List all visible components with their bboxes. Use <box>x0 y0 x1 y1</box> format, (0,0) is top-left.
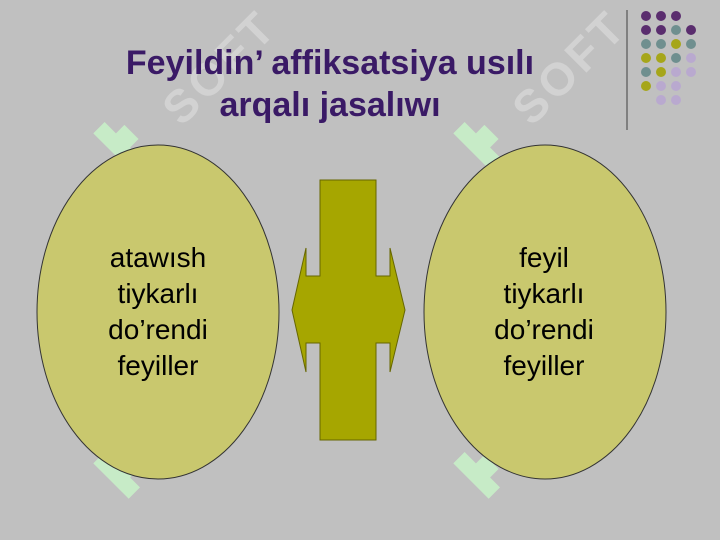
left-node-line-3: do’rendi <box>108 314 208 345</box>
left-node-text: atawısh tiykarlı do’rendi feyiller <box>58 240 258 384</box>
decorative-dot <box>671 67 681 77</box>
right-node-line-2: tiykarlı <box>503 278 585 309</box>
divider-line <box>626 10 628 130</box>
watermark-logo-icon <box>453 452 500 499</box>
left-node-line-4: feyiller <box>117 350 199 381</box>
decorative-dot <box>671 39 681 49</box>
decorative-dot <box>656 67 666 77</box>
decorative-dot <box>656 39 666 49</box>
slide-title-line-2: arqalı jasalıwı <box>219 86 441 124</box>
left-node-line-2: tiykarlı <box>117 278 199 309</box>
decorative-dot <box>686 25 696 35</box>
decorative-dot <box>641 53 651 63</box>
left-ellipse <box>36 144 280 480</box>
right-node-line-4: feyiller <box>503 350 585 381</box>
decorative-dot <box>656 11 666 21</box>
decorative-dot <box>671 25 681 35</box>
decorative-dot <box>686 53 696 63</box>
decorative-dot <box>671 11 681 21</box>
left-node-line-1: atawısh <box>109 242 207 273</box>
decorative-dot <box>671 81 681 91</box>
right-node-line-1: feyil <box>519 242 569 273</box>
decorative-dot <box>686 39 696 49</box>
decorative-dot <box>641 81 651 91</box>
double-arrow-shape <box>291 179 406 441</box>
decorative-dot <box>641 67 651 77</box>
decorative-dot <box>656 53 666 63</box>
watermark-logo-icon <box>453 122 500 169</box>
right-node-text: feyil tiykarlı do’rendi feyiller <box>444 240 644 384</box>
right-node-line-3: do’rendi <box>494 314 594 345</box>
right-ellipse <box>423 144 667 480</box>
decorative-dot-grid <box>641 11 696 105</box>
slide-title-line-1: Feyildin’ affiksatsiya usılı <box>125 44 535 82</box>
decorative-dot <box>641 11 651 21</box>
decorative-dot <box>656 25 666 35</box>
slide-title: Feyildin’ affiksatsiya usılı arqalı jasa… <box>60 42 600 126</box>
decorative-dot <box>671 95 681 105</box>
decorative-dot <box>656 81 666 91</box>
decorative-dot <box>641 39 651 49</box>
decorative-dot <box>671 53 681 63</box>
decorative-dot <box>656 95 666 105</box>
decorative-dot <box>641 25 651 35</box>
decorative-dot <box>686 67 696 77</box>
